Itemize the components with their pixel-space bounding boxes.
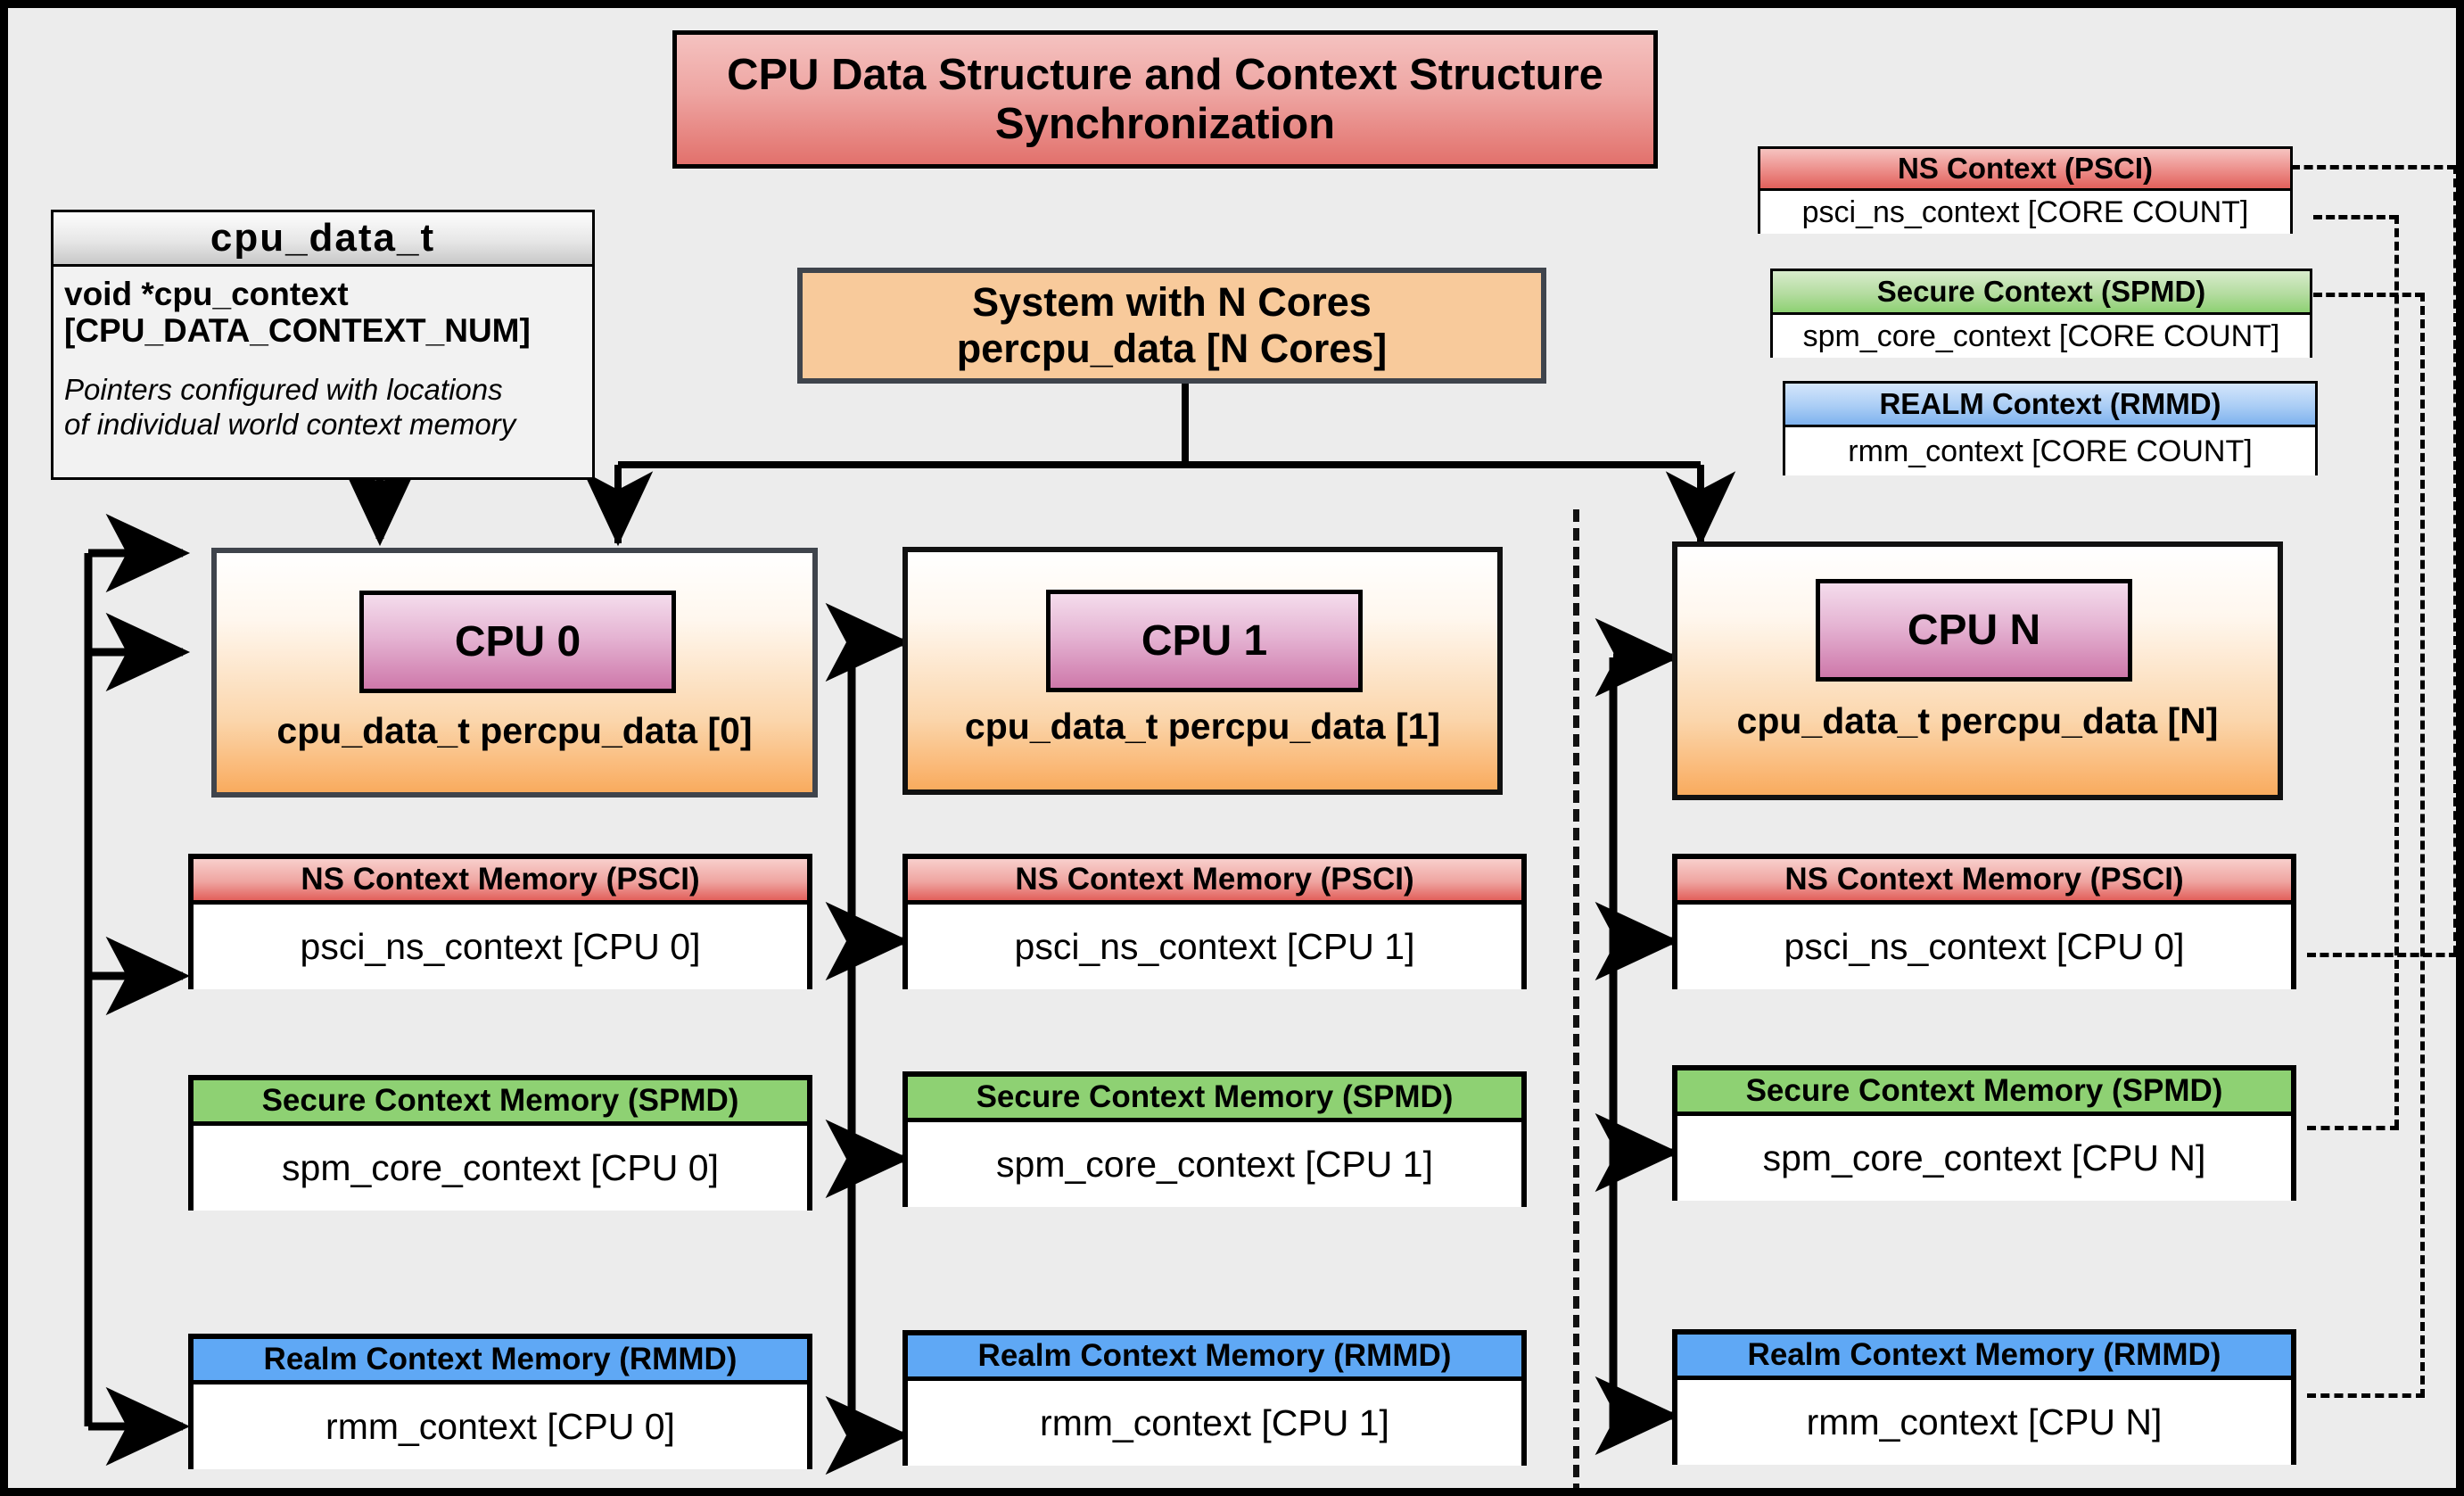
tree-arrowheads <box>582 465 1736 547</box>
cpuN-label: CPU N <box>1816 579 2132 682</box>
cpuN-subtitle: cpu_data_t percpu_data [N] <box>1736 700 2219 741</box>
cpuN-secure-context-memory-body: spm_core_context [CPU N] <box>1677 1116 2291 1201</box>
realm-global-dash-top <box>2313 293 2424 297</box>
cpu0-realm-context-memory-body: rmm_context [CPU 0] <box>194 1384 807 1469</box>
secure-global-dash-top <box>2313 215 2398 219</box>
secure-global-dash-bottom <box>2307 1126 2399 1130</box>
ns-global-dash-top <box>2291 165 2456 169</box>
realm-global-dash-bottom <box>2307 1393 2425 1398</box>
cpu1-ns-context-memory-body: psci_ns_context [CPU 1] <box>908 905 1521 989</box>
cpuN-secure-context-memory-header: Secure Context Memory (SPMD) <box>1677 1070 2291 1116</box>
cpu1-ns-context-memory-header: NS Context Memory (PSCI) <box>908 859 1521 905</box>
cpu1-box: CPU 1 cpu_data_t percpu_data [1] <box>902 547 1503 795</box>
cpu0-label: CPU 0 <box>359 591 676 693</box>
cpu0-realm-context-memory-header: Realm Context Memory (RMMD) <box>194 1339 807 1384</box>
column-separator <box>1573 509 1579 1488</box>
cpuN-box: CPU N cpu_data_t percpu_data [N] <box>1672 541 2283 800</box>
cpu-data-t-note-line2: of individual world context memory <box>64 407 516 441</box>
cpu1-subtitle: cpu_data_t percpu_data [1] <box>964 706 1441 747</box>
global-context-realm: REALM Context (RMMD) rmm_context [CORE C… <box>1783 381 2318 475</box>
cpu0-ns-context-memory-header: NS Context Memory (PSCI) <box>194 859 807 905</box>
global-context-ns-body: psci_ns_context [CORE COUNT] <box>1760 191 2290 234</box>
cpu-data-t-attr-line2: [CPU_DATA_CONTEXT_NUM] <box>64 312 531 350</box>
cpu-data-t-spacer <box>64 350 581 373</box>
ns-global-dash-right <box>2453 165 2456 955</box>
cpu1-ns-context-memory: NS Context Memory (PSCI) psci_ns_context… <box>902 854 1527 989</box>
cpuN-realm-context-memory-header: Realm Context Memory (RMMD) <box>1677 1335 2291 1380</box>
global-context-secure: Secure Context (SPMD) spm_core_context [… <box>1770 269 2312 358</box>
page-title: CPU Data Structure and Context Structure… <box>672 30 1658 169</box>
cpu0-secure-context-memory-header: Secure Context Memory (SPMD) <box>194 1080 807 1126</box>
page-title-text: CPU Data Structure and Context Structure… <box>727 50 1603 148</box>
cpu-data-t-attr-line1: void *cpu_context <box>64 276 349 312</box>
realm-global-dash-right <box>2420 293 2425 1398</box>
cpu-data-t-box: cpu_data_t void *cpu_context [CPU_DATA_C… <box>51 210 595 480</box>
cpu0-secure-context-memory-body: spm_core_context [CPU 0] <box>194 1126 807 1211</box>
global-context-realm-header: REALM Context (RMMD) <box>1785 384 2315 427</box>
system-box: System with N Cores percpu_data [N Cores… <box>797 268 1546 384</box>
cpu1-realm-context-memory: Realm Context Memory (RMMD) rmm_context … <box>902 1330 1527 1466</box>
cpu0-subtitle: cpu_data_t percpu_data [0] <box>276 710 753 751</box>
system-line1: System with N Cores <box>972 279 1372 326</box>
global-context-ns-header: NS Context (PSCI) <box>1760 149 2290 191</box>
cpu0-secure-context-memory: Secure Context Memory (SPMD) spm_core_co… <box>188 1075 812 1211</box>
cpuN-ns-context-memory: NS Context Memory (PSCI) psci_ns_context… <box>1672 854 2296 989</box>
cpu-data-t-header: cpu_data_t <box>54 212 592 267</box>
global-context-secure-header: Secure Context (SPMD) <box>1773 271 2310 315</box>
global-context-ns: NS Context (PSCI) psci_ns_context [CORE … <box>1758 146 2293 234</box>
cpuN-ns-context-memory-body: psci_ns_context [CPU 0] <box>1677 905 2291 989</box>
cpu1-secure-context-memory-header: Secure Context Memory (SPMD) <box>908 1077 1521 1122</box>
cpu0-ns-context-memory-body: psci_ns_context [CPU 0] <box>194 905 807 989</box>
cpuN-realm-context-memory: Realm Context Memory (RMMD) rmm_context … <box>1672 1329 2296 1465</box>
cpu1-realm-context-memory-body: rmm_context [CPU 1] <box>908 1381 1521 1466</box>
cpuN-secure-context-memory: Secure Context Memory (SPMD) spm_core_co… <box>1672 1065 2296 1201</box>
cpu0-ns-context-memory: NS Context Memory (PSCI) psci_ns_context… <box>188 854 812 989</box>
cpuN-ns-context-memory-header: NS Context Memory (PSCI) <box>1677 859 2291 905</box>
cpu-data-t-body: void *cpu_context [CPU_DATA_CONTEXT_NUM]… <box>54 267 592 448</box>
cpuN-realm-context-memory-body: rmm_context [CPU N] <box>1677 1380 2291 1465</box>
ns-global-dash-bottom <box>2307 953 2456 957</box>
secure-global-dash-right <box>2394 215 2399 1128</box>
cpu1-left-bus-arrows <box>825 602 911 1475</box>
global-context-secure-body: spm_core_context [CORE COUNT] <box>1773 315 2310 358</box>
global-context-realm-body: rmm_context [CORE COUNT] <box>1785 427 2315 475</box>
cpu1-secure-context-memory-body: spm_core_context [CPU 1] <box>908 1122 1521 1207</box>
cpu1-label: CPU 1 <box>1046 590 1363 692</box>
system-line2: percpu_data [N Cores] <box>956 326 1388 371</box>
system-to-cpus-tree <box>614 383 1704 543</box>
cpu0-box: CPU 0 cpu_data_t percpu_data [0] <box>211 548 818 798</box>
cpuN-left-bus-arrows <box>1595 617 1680 1456</box>
cpu1-secure-context-memory: Secure Context Memory (SPMD) spm_core_co… <box>902 1071 1527 1207</box>
cpu-data-t-note-line1: Pointers configured with locations <box>64 372 503 406</box>
cpu0-left-bus-arrows <box>88 513 191 1467</box>
cpu1-realm-context-memory-header: Realm Context Memory (RMMD) <box>908 1335 1521 1381</box>
cpu0-realm-context-memory: Realm Context Memory (RMMD) rmm_context … <box>188 1334 812 1469</box>
